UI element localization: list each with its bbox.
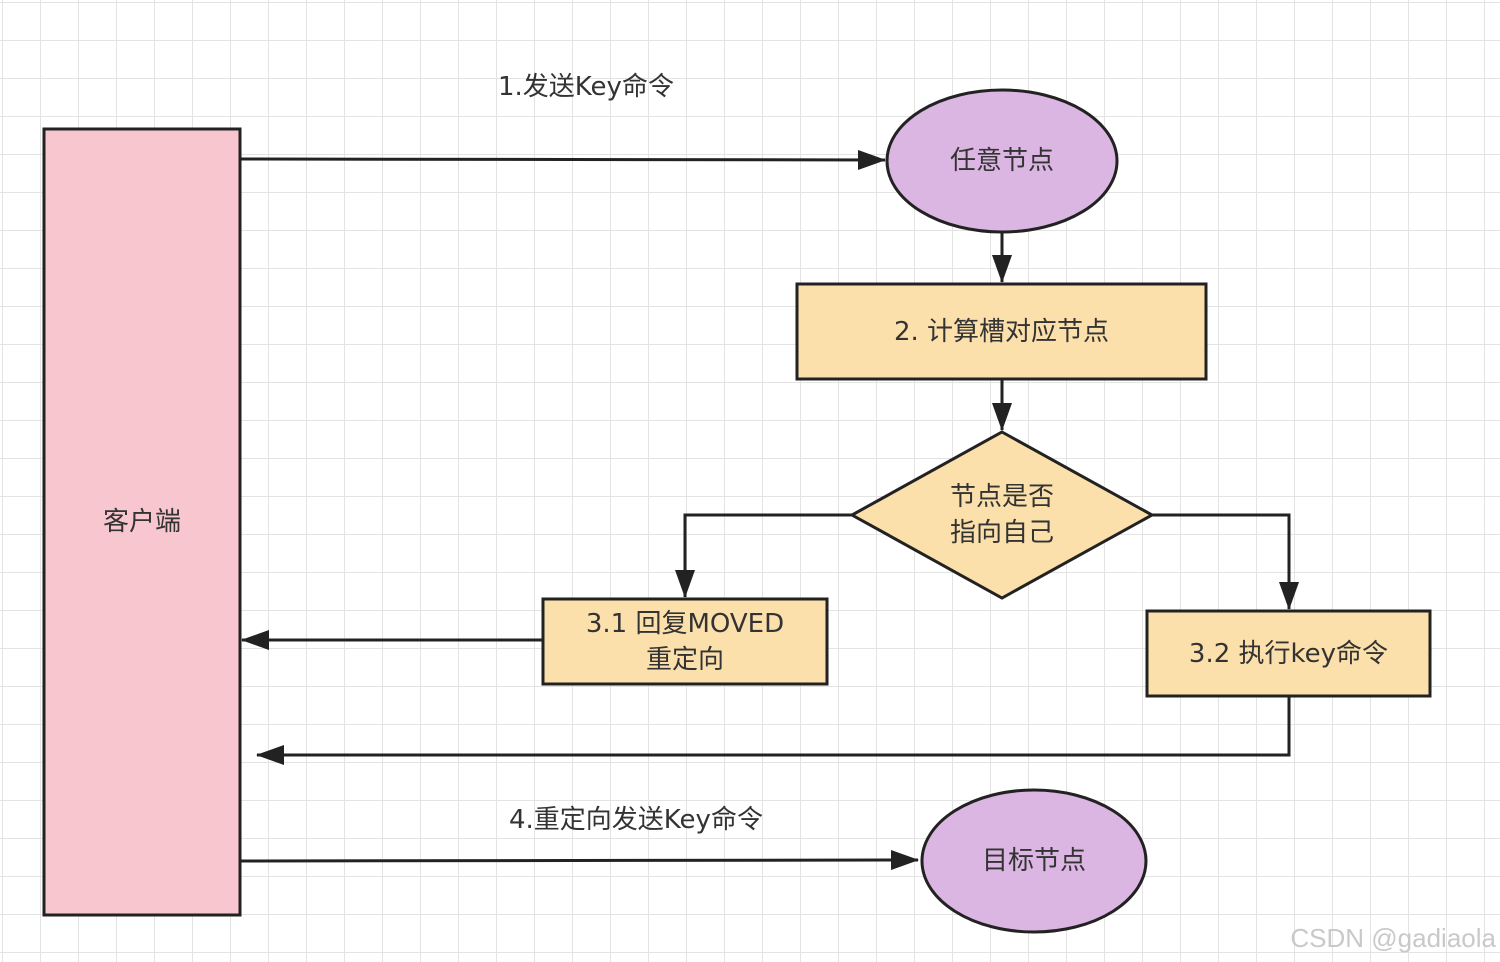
target-node-label: 目标节点	[981, 846, 1086, 876]
send-key-edge-label: 1.发送Key命令	[498, 72, 674, 102]
edge-execute-key-to-client	[256, 696, 1291, 765]
redirect-send-edge-label: 4.重定向发送Key命令	[509, 805, 763, 835]
edge-client-to-target-node	[239, 850, 919, 871]
edge-decision-to-execute-key	[1152, 513, 1299, 610]
watermark: CSDN @gadiaola	[1290, 923, 1496, 953]
decision-diamond	[848, 430, 1156, 600]
compute-slot-label: 2. 计算槽对应节点	[893, 316, 1110, 347]
edge-decision-to-reply-moved	[675, 513, 852, 598]
compute-slot-box	[795, 282, 1208, 381]
client-box	[42, 127, 242, 917]
any-node-label: 任意节点	[949, 146, 1054, 176]
reply-moved-label: 3.1 回复MOVED 重定向	[585, 608, 785, 675]
decision-label: 节点是否 指向自己	[949, 482, 1054, 548]
execute-key-label: 3.2 执行key命令	[1188, 638, 1389, 669]
client-label: 客户端	[102, 507, 181, 537]
edge-client-to-any-node	[239, 149, 886, 170]
target-node-ellipse	[920, 788, 1148, 934]
